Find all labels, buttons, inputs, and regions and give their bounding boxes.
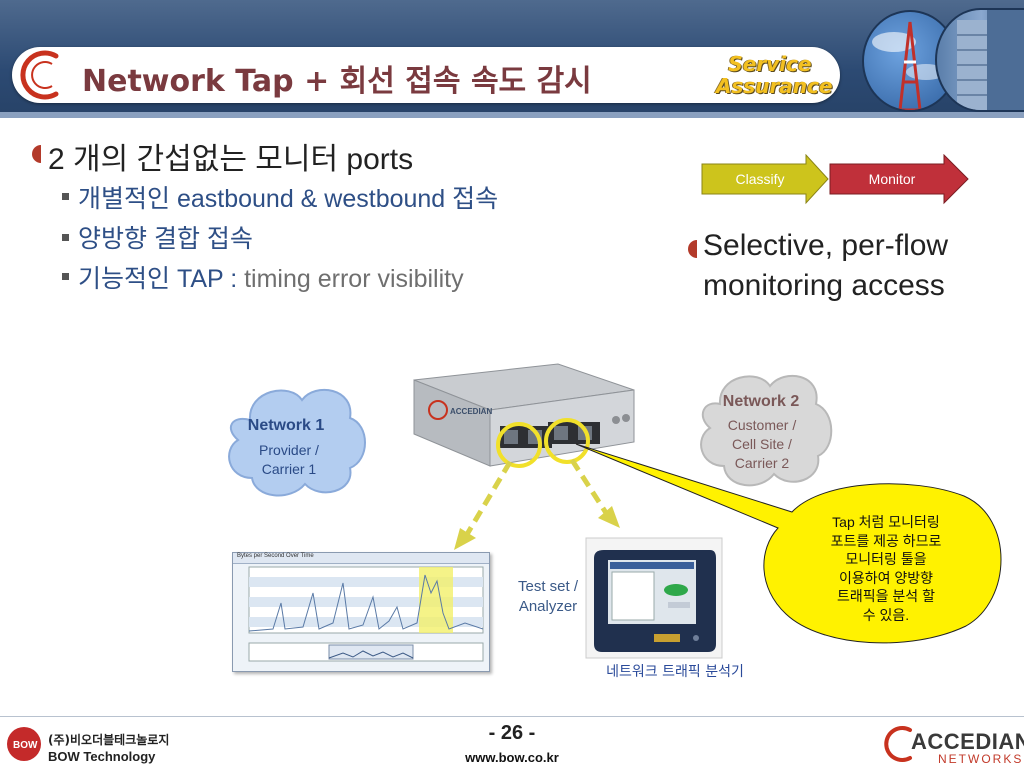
website-url[interactable]: www.bow.co.kr (465, 750, 559, 765)
footer-divider (0, 716, 1024, 717)
right-bullet-line-2: monitoring access (703, 269, 945, 302)
bullet-marker (688, 240, 697, 258)
network-1-line: Carrier 1 (261, 461, 317, 477)
right-bullet-line-1: Selective, per-flow (703, 229, 949, 262)
analyzer-label-line: Analyzer (518, 598, 578, 615)
graph-plot (248, 566, 484, 662)
sub-bullet-3-muted: timing error visibility (244, 265, 464, 293)
analyzer-label-line: Test set / (517, 578, 579, 595)
accedian-logo-icon (884, 724, 914, 764)
monitor-arrow (829, 154, 969, 205)
bullet-marker (32, 145, 41, 163)
traffic-graph-screenshot: Bytes per Second Over Time (232, 552, 490, 672)
network-2-title: Network 2 (722, 393, 800, 410)
header-stripe (0, 112, 1024, 118)
callout-line: 수 있음. (862, 606, 910, 623)
classify-arrow (701, 154, 829, 205)
port-arrows (454, 458, 620, 550)
sub-bullet-3: 기능적인 TAP : timing error visibility (78, 259, 464, 295)
sub-bullet-2: 양방향 결합 접속 (78, 225, 253, 253)
badge-line-1: Service (728, 52, 812, 76)
sub-bullet-marker (62, 193, 69, 200)
bullet-main: 2 개의 간섭없는 모니터 ports (48, 143, 414, 176)
callout-line: 모니터링 툴을 (845, 551, 927, 567)
network-1-title: Network 1 (247, 417, 325, 434)
callout-bubble (575, 443, 1002, 644)
accedian-logo-text: ACCEDIAN (911, 729, 1024, 754)
network-1-desc: Provider / Carrier 1 (226, 441, 352, 479)
analyzer-device (585, 537, 723, 659)
building-photo (935, 8, 1024, 112)
network-2-desc: Customer / Cell Site / Carrier 2 (704, 416, 820, 473)
analyzer-caption: 네트워크 트래픽 분석기 (606, 664, 744, 680)
callout-line: Tap 처럼 모니터링 (832, 514, 940, 530)
graph-title: Bytes per Second Over Time (237, 553, 314, 559)
page-number: - 26 - (488, 722, 536, 744)
sub-bullet-marker (62, 273, 69, 280)
network-2-cloud (700, 374, 833, 487)
svg-text:ACCEDIAN: ACCEDIAN (450, 407, 492, 416)
page-title: Network Tap + 회선 접속 속도 감시 (82, 64, 592, 99)
service-assurance-badge: Service Assurance (716, 52, 833, 99)
monitor-label: Monitor (869, 171, 916, 187)
sub-bullet-1: 개별적인 eastbound & westbound 접속 (78, 185, 499, 213)
bow-logo-korean: (주)비오더블테크놀로지 (48, 733, 170, 747)
title-bar (12, 47, 840, 103)
network-1-line: Provider / (259, 442, 319, 458)
callout-line: 트래픽을 분석 할 (837, 588, 935, 604)
svg-text:BOW: BOW (13, 740, 38, 751)
bow-logo-icon: BOW (6, 726, 46, 762)
monitor-port-highlight-2 (544, 418, 590, 464)
classify-label: Classify (735, 171, 784, 187)
accedian-device-logo: ACCEDIAN (428, 400, 492, 420)
classify-monitor-flow: Classify Monitor (701, 154, 969, 205)
callout-line: 이용하여 양방향 (838, 569, 934, 586)
bow-logo-english: BOW Technology (48, 749, 156, 764)
callout-line: 포트를 제공 하므로 (830, 532, 942, 549)
network-1-cloud (228, 388, 366, 497)
network-2-line: Carrier 2 (734, 455, 790, 471)
graph-titlebar: Bytes per Second Over Time (233, 553, 489, 564)
accedian-logo-sub: NETWORKS (938, 752, 1024, 766)
sub-bullet-3-prefix: 기능적인 TAP : (78, 265, 245, 293)
badge-line-2: Assurance (716, 74, 833, 98)
callout-text: Tap 처럼 모니터링 포트를 제공 하므로 모니터링 툴을 이용하여 양방향 … (806, 513, 966, 624)
sub-bullet-marker (62, 234, 69, 241)
accedian-swirl-logo (16, 48, 70, 102)
monitor-port-highlight-1 (496, 422, 542, 468)
analyzer-label: Test set / Analyzer (508, 577, 588, 617)
network-2-line: Customer / (727, 417, 797, 433)
network-2-line: Cell Site / (732, 436, 792, 452)
